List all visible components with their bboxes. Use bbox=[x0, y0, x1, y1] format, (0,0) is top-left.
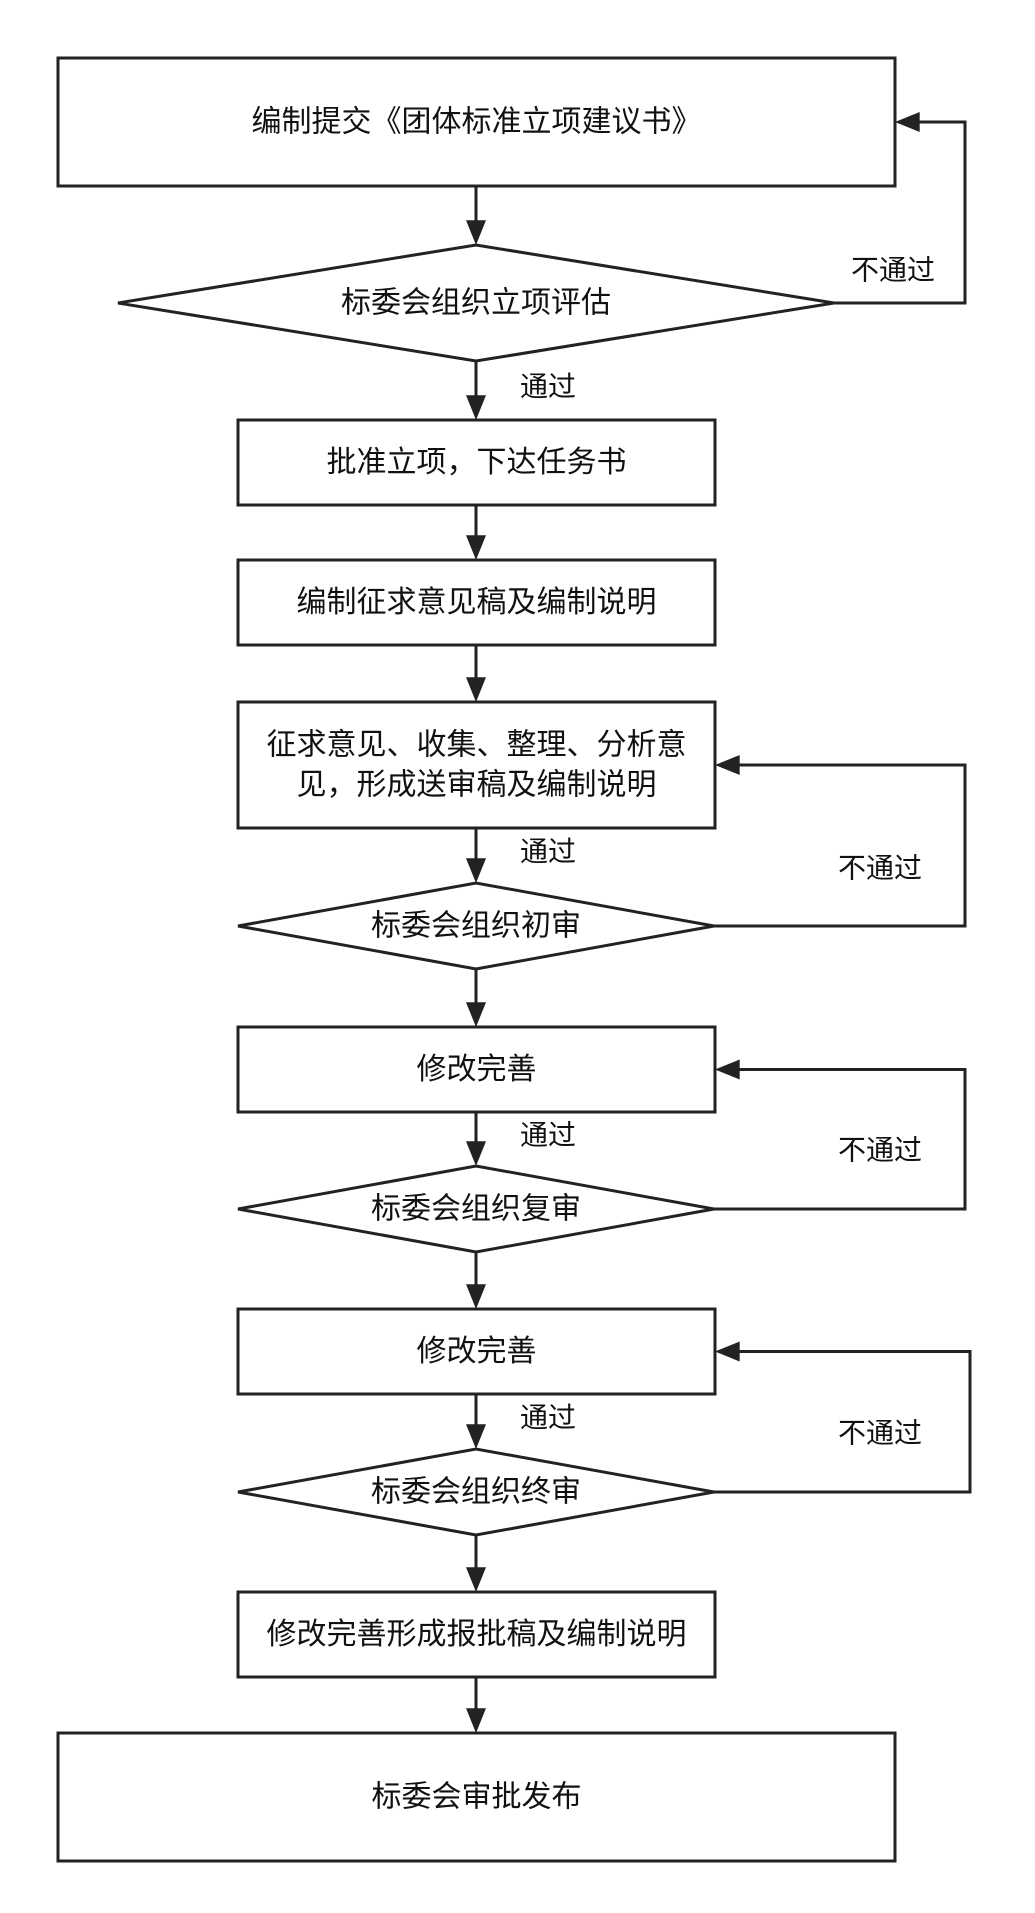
arrow-head bbox=[466, 677, 486, 702]
process-box bbox=[236, 700, 717, 830]
flow-node-n5: 修改完善 bbox=[236, 1025, 717, 1114]
decision-diamond bbox=[237, 881, 715, 971]
decision-diamond bbox=[117, 243, 835, 363]
flow-arrow-e7 bbox=[466, 1112, 486, 1166]
edge-label-e5: 通过 bbox=[520, 835, 576, 868]
flow-node-d1: 标委会组织立项评估 bbox=[117, 243, 835, 363]
arrow-head bbox=[466, 220, 486, 245]
process-box bbox=[236, 1590, 717, 1679]
arrow-head bbox=[466, 858, 486, 883]
decision-diamond bbox=[237, 1447, 715, 1537]
flow-arrow-e1 bbox=[466, 186, 486, 245]
process-box bbox=[236, 1307, 717, 1396]
node-label: 标委会组织终审 bbox=[371, 1475, 581, 1510]
flow-node-n3: 编制征求意见稿及编制说明 bbox=[236, 558, 717, 647]
feedback-arrow-f2 bbox=[714, 755, 967, 928]
flow-node-n2: 批准立项，下达任务书 bbox=[236, 418, 717, 507]
node-label: 标委会组织立项评估 bbox=[341, 286, 611, 321]
flow-arrow-e4 bbox=[466, 645, 486, 702]
edge-label-f4: 不通过 bbox=[838, 1417, 922, 1450]
node-label: 标委会审批发布 bbox=[372, 1780, 582, 1815]
flow-node-n1: 编制提交《团体标准立项建议书》 bbox=[56, 56, 897, 188]
node-label: 修改完善 bbox=[417, 1334, 537, 1369]
arrow-head bbox=[466, 1567, 486, 1592]
arrow-head bbox=[715, 1059, 740, 1080]
process-box bbox=[56, 1731, 897, 1863]
arrow-head bbox=[466, 1284, 486, 1309]
arrow-head bbox=[466, 535, 486, 560]
flow-node-n6: 修改完善 bbox=[236, 1307, 717, 1396]
arrow-head bbox=[466, 1708, 486, 1733]
feedback-arrow-f1 bbox=[834, 112, 967, 305]
arrow-head bbox=[466, 1002, 486, 1027]
flow-arrow-e9 bbox=[466, 1394, 486, 1449]
process-box bbox=[236, 558, 717, 647]
flow-node-n8: 标委会审批发布 bbox=[56, 1731, 897, 1863]
flow-arrow-e5 bbox=[466, 828, 486, 883]
arrow-head bbox=[466, 395, 486, 420]
flow-node-d3: 标委会组织复审 bbox=[237, 1164, 715, 1254]
flow-arrow-e11 bbox=[466, 1677, 486, 1733]
decision-diamond bbox=[237, 1164, 715, 1254]
flow-arrow-e6 bbox=[466, 969, 486, 1027]
feedback-arrow-f4 bbox=[714, 1341, 972, 1494]
edge-label-f3: 不通过 bbox=[838, 1134, 922, 1167]
node-label: 修改完善 bbox=[417, 1052, 537, 1087]
arrow-head bbox=[895, 112, 920, 132]
edge-label-f2: 不通过 bbox=[838, 852, 922, 885]
node-label: 批准立项，下达任务书 bbox=[327, 445, 627, 480]
flow-node-n7: 修改完善形成报批稿及编制说明 bbox=[236, 1590, 717, 1679]
process-box bbox=[236, 1025, 717, 1114]
edge-label-e2: 通过 bbox=[520, 370, 576, 403]
flow-node-d2: 标委会组织初审 bbox=[237, 881, 715, 971]
arrow-head bbox=[715, 1341, 740, 1362]
flow-arrow-e3 bbox=[466, 505, 486, 560]
edge-label-f1: 不通过 bbox=[851, 254, 935, 287]
arrow-head bbox=[466, 1141, 486, 1166]
edge-label-e7: 通过 bbox=[520, 1119, 576, 1152]
flow-arrow-e10 bbox=[466, 1535, 486, 1592]
feedback-arrow-f3 bbox=[714, 1059, 967, 1211]
node-label: 编制提交《团体标准立项建议书》 bbox=[252, 105, 702, 140]
flow-node-d4: 标委会组织终审 bbox=[237, 1447, 715, 1537]
flow-arrow-e8 bbox=[466, 1252, 486, 1309]
flow-arrow-e2 bbox=[466, 361, 486, 420]
node-label: 见，形成送审稿及编制说明 bbox=[297, 768, 657, 803]
process-box bbox=[236, 418, 717, 507]
node-label: 标委会组织复审 bbox=[371, 1192, 581, 1227]
node-label: 修改完善形成报批稿及编制说明 bbox=[267, 1617, 687, 1652]
process-box bbox=[56, 56, 897, 188]
node-label: 标委会组织初审 bbox=[371, 909, 581, 944]
arrow-head bbox=[715, 755, 740, 775]
node-label: 征求意见、收集、整理、分析意 bbox=[267, 728, 687, 763]
edge-label-e9: 通过 bbox=[520, 1401, 576, 1434]
arrow-head bbox=[466, 1424, 486, 1449]
node-label: 编制征求意见稿及编制说明 bbox=[297, 585, 657, 620]
